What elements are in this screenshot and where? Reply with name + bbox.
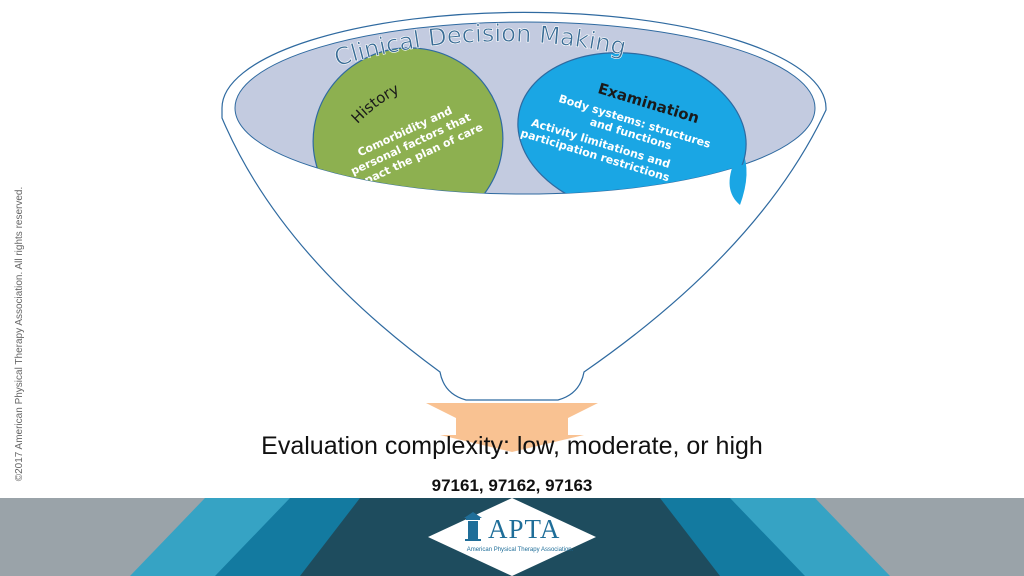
apta-logo-wordmark: APTA	[488, 514, 561, 544]
footer-band	[0, 498, 1024, 576]
down-arrow-body	[456, 403, 568, 435]
examination-circle	[517, 52, 747, 194]
down-arrow-head	[440, 435, 584, 452]
cpt-codes-text: 97161, 97162, 97163	[431, 476, 593, 495]
evaluation-complexity-text: Evaluation complexity: low, moderate, or…	[261, 432, 763, 460]
apta-logo-icon	[464, 512, 482, 541]
apta-logo-subtitle: American Physical Therapy Association.	[466, 547, 574, 553]
copyright-notice: ©2017 American Physical Therapy Associat…	[14, 186, 25, 482]
